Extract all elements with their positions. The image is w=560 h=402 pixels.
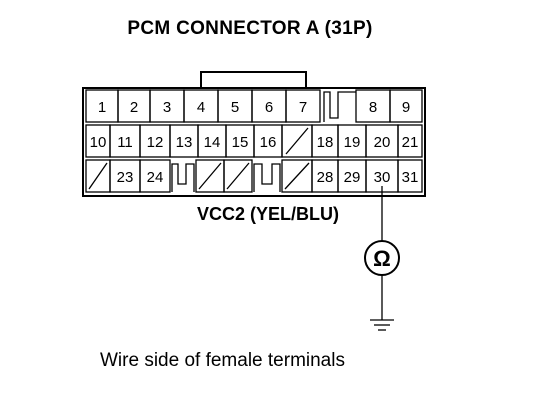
- pin-label: 12: [147, 134, 164, 151]
- pin-label: 8: [369, 99, 377, 116]
- pin-label: 9: [402, 99, 410, 116]
- pin-label: 29: [344, 169, 361, 186]
- pin-label: 30: [374, 169, 391, 186]
- pin-label: 13: [176, 134, 193, 151]
- pin-label: 24: [147, 169, 164, 186]
- pin-label: 2: [130, 99, 138, 116]
- pin-label: 18: [317, 134, 334, 151]
- pin-label: 19: [344, 134, 361, 151]
- pin-label: 15: [232, 134, 249, 151]
- pin-label: 5: [231, 99, 239, 116]
- pin-label: 6: [265, 99, 273, 116]
- wire-label: VCC2 (YEL/BLU): [197, 204, 340, 224]
- pin-label: 28: [317, 169, 334, 186]
- pin-label: 4: [197, 99, 205, 116]
- pin-label: 10: [90, 134, 107, 151]
- diagram-title: PCM CONNECTOR A (31P): [127, 18, 373, 39]
- pin-label: 21: [402, 134, 419, 151]
- connector-outline: [82, 71, 426, 197]
- row-3-cells: [85, 159, 423, 193]
- pin-label: 11: [117, 134, 133, 151]
- row-1-cells: [85, 89, 423, 123]
- row-2-cells: [85, 124, 423, 158]
- pin-label: 3: [163, 99, 171, 116]
- probe-circuit: [364, 186, 400, 331]
- pin-label: 23: [117, 169, 134, 186]
- pin-label: 16: [260, 134, 277, 151]
- pin-label: 20: [374, 134, 391, 151]
- ohm-glyph: Ω: [373, 246, 391, 271]
- pin-label: 1: [98, 99, 106, 116]
- pin-numbers: 1 2 3 4 5 6 7 8 9 10 11 12 13 14 15 16 1…: [90, 99, 419, 186]
- pin-label: 7: [299, 99, 307, 116]
- diagram-caption: Wire side of female terminals: [100, 350, 345, 371]
- pin-label: 14: [204, 134, 221, 151]
- pin-label: 31: [402, 169, 419, 186]
